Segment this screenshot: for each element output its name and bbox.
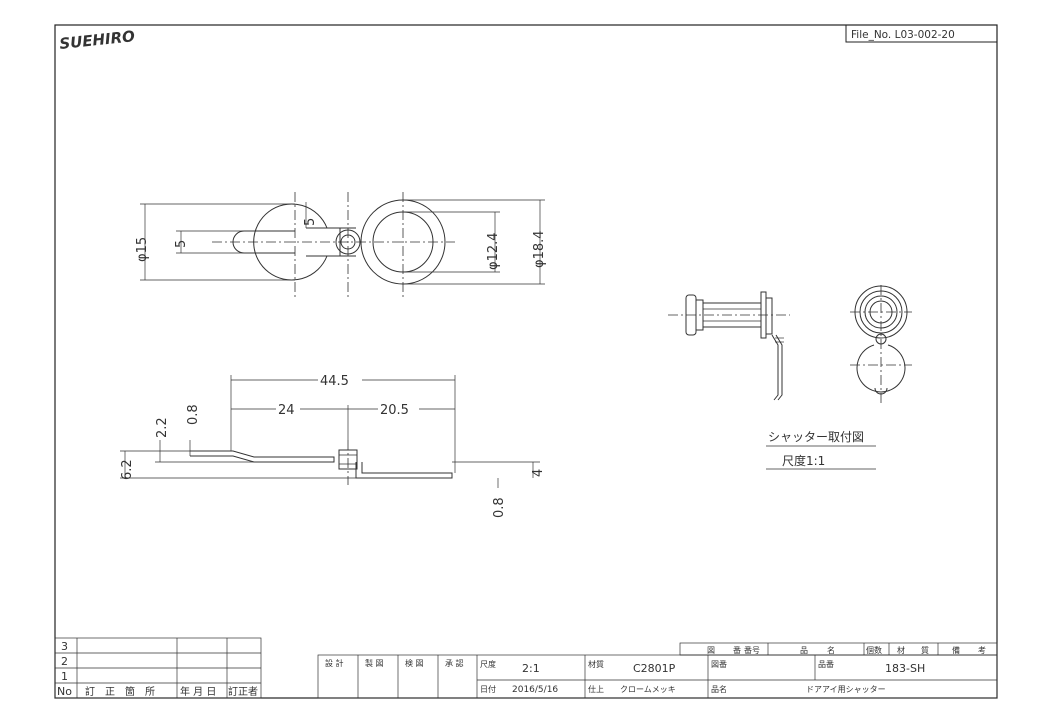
drawing-no-label: 図番 xyxy=(711,659,727,669)
dim-24: 24 xyxy=(278,403,295,418)
finish-label: 仕上 xyxy=(588,684,604,694)
dim-0-8-bottom: 0.8 xyxy=(492,497,507,518)
shutter-profile xyxy=(190,450,335,463)
dim-slot-left: 5 xyxy=(174,240,189,248)
scale-label: 尺度 xyxy=(480,659,496,669)
header-label-zu: 図 xyxy=(707,646,715,655)
material-label: 材質 xyxy=(588,659,604,669)
mounting-title: シャッター取付図 xyxy=(768,430,864,444)
header-label-mei: 名 xyxy=(827,645,835,655)
product-name-value: ドアアイ用シャッター xyxy=(806,685,886,694)
ring-plate-profile xyxy=(355,462,453,479)
header-label-hin: 品 xyxy=(800,646,808,655)
header-label-bi: 備 xyxy=(952,645,960,655)
sheet-border xyxy=(54,24,998,699)
role-design: 設 計 xyxy=(325,658,344,668)
mounting-view: シャッター取付図 尺度1:1 xyxy=(668,285,912,470)
date-value: 2016/5/16 xyxy=(512,685,558,695)
revision-row-1: 1 xyxy=(61,670,68,683)
header-label-zai: 材 xyxy=(897,645,905,655)
header-label-ban: 番 xyxy=(733,645,741,655)
header-label-kou: 考 xyxy=(978,646,986,655)
revision-header-corrector: 訂正者 xyxy=(228,685,258,698)
dim-6-2: 6.2 xyxy=(120,459,135,480)
material-value: C2801P xyxy=(633,662,676,675)
revision-header-location: 訂 正 箇 所 xyxy=(85,685,155,698)
side-view xyxy=(120,440,453,485)
shutter-disc-outline xyxy=(253,203,341,281)
product-name-label: 品名 xyxy=(711,684,727,694)
scale-value: 2:1 xyxy=(522,662,540,675)
mounting-scale: 尺度1:1 xyxy=(782,453,825,468)
top-view-dimensions: φ15 5 5 φ12.4 φ18.4 xyxy=(135,199,547,285)
dim-d18-4: φ18.4 xyxy=(532,230,547,268)
company-logo: SUEHIRO xyxy=(59,27,136,53)
dim-0-8-top: 0.8 xyxy=(186,404,201,425)
dim-slot-right: 5 xyxy=(303,218,318,226)
dim-44-5: 44.5 xyxy=(320,374,349,389)
front-view-mounted xyxy=(850,285,912,405)
title-block: 図 番 番号 品 名 個数 材 質 備 考 設 計 製 図 検 図 承 認 尺度… xyxy=(317,642,998,699)
finish-value: クロームメッキ xyxy=(620,685,676,694)
date-label: 日付 xyxy=(480,684,496,694)
dim-2-2: 2.2 xyxy=(155,417,170,438)
revision-row-2: 2 xyxy=(61,655,68,668)
dim-20-5: 20.5 xyxy=(380,403,409,418)
role-checking: 検 図 xyxy=(405,658,424,668)
product-no-label: 品番 xyxy=(818,659,834,669)
header-label-count: 個数 xyxy=(866,645,882,655)
link-bar xyxy=(306,227,356,257)
product-no-value: 183-SH xyxy=(885,662,925,675)
revision-row-3: 3 xyxy=(61,640,68,653)
revision-table: 3 2 1 No 訂 正 箇 所 年 月 日 訂正者 xyxy=(54,637,262,699)
dim-4: 4 xyxy=(531,469,546,477)
role-drafting: 製 図 xyxy=(365,658,384,668)
revision-header-date: 年 月 日 xyxy=(180,685,216,698)
file-no-box xyxy=(845,24,998,43)
logo-text: SUEHIRO xyxy=(59,27,136,53)
side-view-dimensions: 44.5 24 20.5 2.2 0.8 6.2 4 0.8 xyxy=(120,374,546,518)
header-label-shitsu: 質 xyxy=(921,645,929,655)
header-label-bangou: 番号 xyxy=(744,645,760,655)
file-no: File_No. L03-002-20 xyxy=(851,29,955,41)
revision-header-no: No xyxy=(57,685,72,698)
dim-d12-4: φ12.4 xyxy=(486,232,501,270)
dim-d15: φ15 xyxy=(135,237,150,262)
mounted-shutter-arm xyxy=(771,334,783,401)
role-approval: 承 認 xyxy=(445,658,464,668)
